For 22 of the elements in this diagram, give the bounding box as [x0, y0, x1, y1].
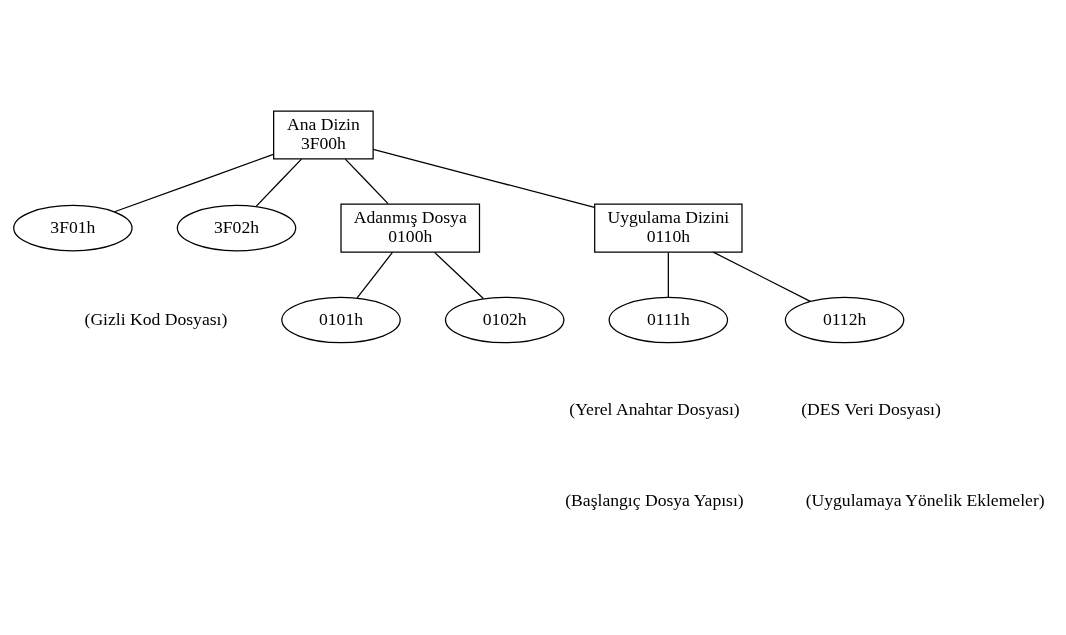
connector: [356, 251, 394, 299]
connector: [344, 158, 389, 205]
connector: [372, 148, 596, 209]
label: (Başlangıç Dosya Yapısı): [565, 489, 744, 510]
connector: [667, 251, 669, 298]
label: (Uygulamaya Yönelik Eklemeler): [805, 489, 1045, 510]
node-box: Adanmış Dosya 0100h: [340, 203, 481, 253]
node-ellipse: 0102h: [444, 296, 565, 344]
node-ellipse: 3F02h: [176, 204, 297, 252]
connector: [255, 158, 303, 207]
node-label: (Yerel Anahtar Dosyası): [569, 399, 740, 420]
node-ellipse: 0112h: [784, 296, 905, 344]
node-box: Ana Dizin 3F00h: [273, 110, 374, 160]
node-ellipse: 0111h: [608, 296, 729, 344]
connector: [113, 153, 274, 213]
node-ellipse: 3F01h: [13, 204, 133, 252]
node-label: (Gizli Kod Dosyası): [84, 308, 228, 329]
node-label: (DES Veri Dosyası): [801, 399, 941, 420]
node-box: Uygulama Dizini 0110h: [594, 203, 743, 253]
connector: [712, 251, 811, 302]
connector: [433, 251, 484, 300]
node-ellipse: 0101h: [281, 296, 401, 344]
